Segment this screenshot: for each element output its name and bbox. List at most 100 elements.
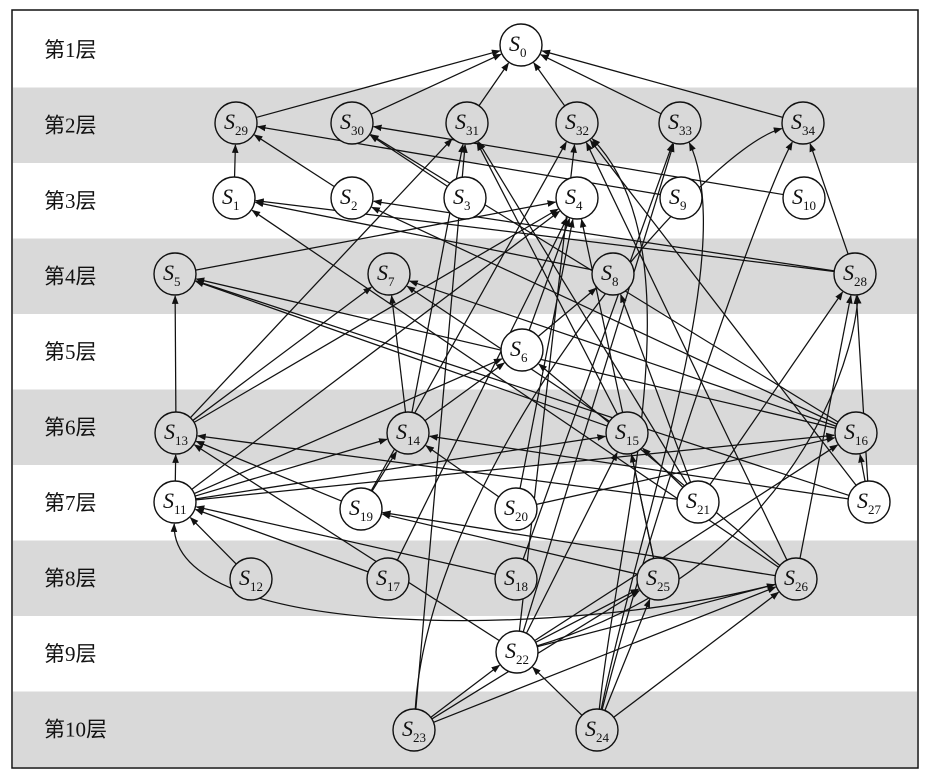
edge-s18-to-s33 — [523, 144, 672, 560]
node-subscript: 4 — [576, 198, 583, 213]
node-letter: S — [585, 716, 596, 741]
edge-s13-to-s5 — [175, 296, 176, 412]
node-letter: S — [239, 565, 250, 590]
node-subscript: 12 — [250, 579, 263, 594]
node-subscript: 22 — [516, 652, 529, 667]
node-letter: S — [792, 184, 803, 209]
node-letter: S — [455, 109, 466, 134]
layer-label-2: 第2层 — [44, 113, 97, 137]
node-letter: S — [164, 419, 175, 444]
node-letter: S — [504, 565, 515, 590]
node-s22: S22 — [496, 631, 538, 673]
node-letter: S — [843, 260, 854, 285]
node-s11: S11 — [154, 481, 196, 523]
node-s5: S5 — [154, 253, 196, 295]
node-subscript: 7 — [388, 274, 395, 289]
node-s14: S14 — [387, 412, 429, 454]
node-subscript: 2 — [351, 198, 358, 213]
node-s25: S25 — [637, 558, 679, 600]
node-letter: S — [163, 260, 174, 285]
layer-label-6: 第6层 — [44, 415, 97, 439]
node-subscript: 32 — [576, 123, 589, 138]
node-s29: S29 — [215, 102, 257, 144]
node-s18: S18 — [495, 558, 537, 600]
node-letter: S — [505, 638, 516, 663]
layer-band-4 — [13, 239, 917, 315]
layer-label-10: 第10层 — [44, 717, 107, 741]
layer-band-6 — [13, 390, 917, 466]
node-letter: S — [224, 109, 235, 134]
node-s31: S31 — [446, 102, 488, 144]
node-s1: S1 — [213, 177, 255, 219]
node-subscript: 6 — [521, 350, 528, 365]
node-s8: S8 — [592, 253, 634, 295]
node-letter: S — [349, 495, 360, 520]
layer-label-4: 第4层 — [44, 264, 97, 288]
node-subscript: 30 — [351, 123, 364, 138]
node-subscript: 16 — [855, 433, 869, 448]
node-s16: S16 — [835, 412, 877, 454]
node-subscript: 27 — [868, 502, 882, 517]
node-subscript: 25 — [657, 579, 670, 594]
node-letter: S — [791, 109, 802, 134]
node-letter: S — [376, 565, 387, 590]
node-letter: S — [844, 419, 855, 444]
node-letter: S — [857, 488, 868, 513]
node-subscript: 9 — [680, 198, 687, 213]
node-subscript: 0 — [520, 45, 527, 60]
node-subscript: 29 — [235, 123, 248, 138]
layer-label-1: 第1层 — [44, 38, 97, 62]
node-subscript: 14 — [407, 433, 421, 448]
node-letter: S — [402, 716, 413, 741]
node-s4: S4 — [556, 177, 598, 219]
node-subscript: 21 — [697, 502, 710, 517]
node-subscript: 1 — [233, 198, 240, 213]
node-s3: S3 — [444, 177, 486, 219]
node-subscript: 8 — [612, 274, 619, 289]
node-s15: S15 — [606, 412, 648, 454]
node-subscript: 13 — [175, 433, 188, 448]
node-letter: S — [504, 495, 515, 520]
node-s10: S10 — [783, 177, 825, 219]
node-s24: S24 — [576, 709, 618, 751]
layer-label-3: 第3层 — [44, 189, 97, 213]
layer-band-10 — [13, 692, 917, 768]
node-s13: S13 — [155, 412, 197, 454]
node-letter: S — [565, 109, 576, 134]
node-letter: S — [340, 109, 351, 134]
node-s26: S26 — [775, 558, 817, 600]
layer-label-5: 第5层 — [44, 340, 97, 364]
node-subscript: 26 — [795, 579, 809, 594]
node-letter: S — [509, 31, 520, 56]
node-s0: S0 — [500, 24, 542, 66]
node-s12: S12 — [230, 558, 272, 600]
node-subscript: 5 — [174, 274, 181, 289]
node-s7: S7 — [368, 253, 410, 295]
node-subscript: 20 — [515, 509, 528, 524]
node-letter: S — [565, 184, 576, 209]
node-subscript: 34 — [802, 123, 816, 138]
layer-label-7: 第7层 — [44, 491, 97, 515]
node-s32: S32 — [556, 102, 598, 144]
node-letter: S — [686, 488, 697, 513]
node-s9: S9 — [660, 177, 702, 219]
node-subscript: 10 — [803, 198, 816, 213]
node-s2: S2 — [331, 177, 373, 219]
node-letter: S — [646, 565, 657, 590]
layer-label-9: 第9层 — [44, 642, 97, 666]
node-letter: S — [222, 184, 233, 209]
node-subscript: 31 — [466, 123, 479, 138]
node-subscript: 15 — [626, 433, 639, 448]
node-subscript: 3 — [464, 198, 471, 213]
node-subscript: 28 — [854, 274, 867, 289]
node-s33: S33 — [659, 102, 701, 144]
node-subscript: 17 — [387, 579, 401, 594]
node-subscript: 19 — [360, 509, 373, 524]
node-subscript: 24 — [596, 730, 610, 745]
layer-label-8: 第8层 — [44, 566, 97, 590]
node-letter: S — [601, 260, 612, 285]
node-s30: S30 — [331, 102, 373, 144]
node-s17: S17 — [367, 558, 409, 600]
node-letter: S — [377, 260, 388, 285]
